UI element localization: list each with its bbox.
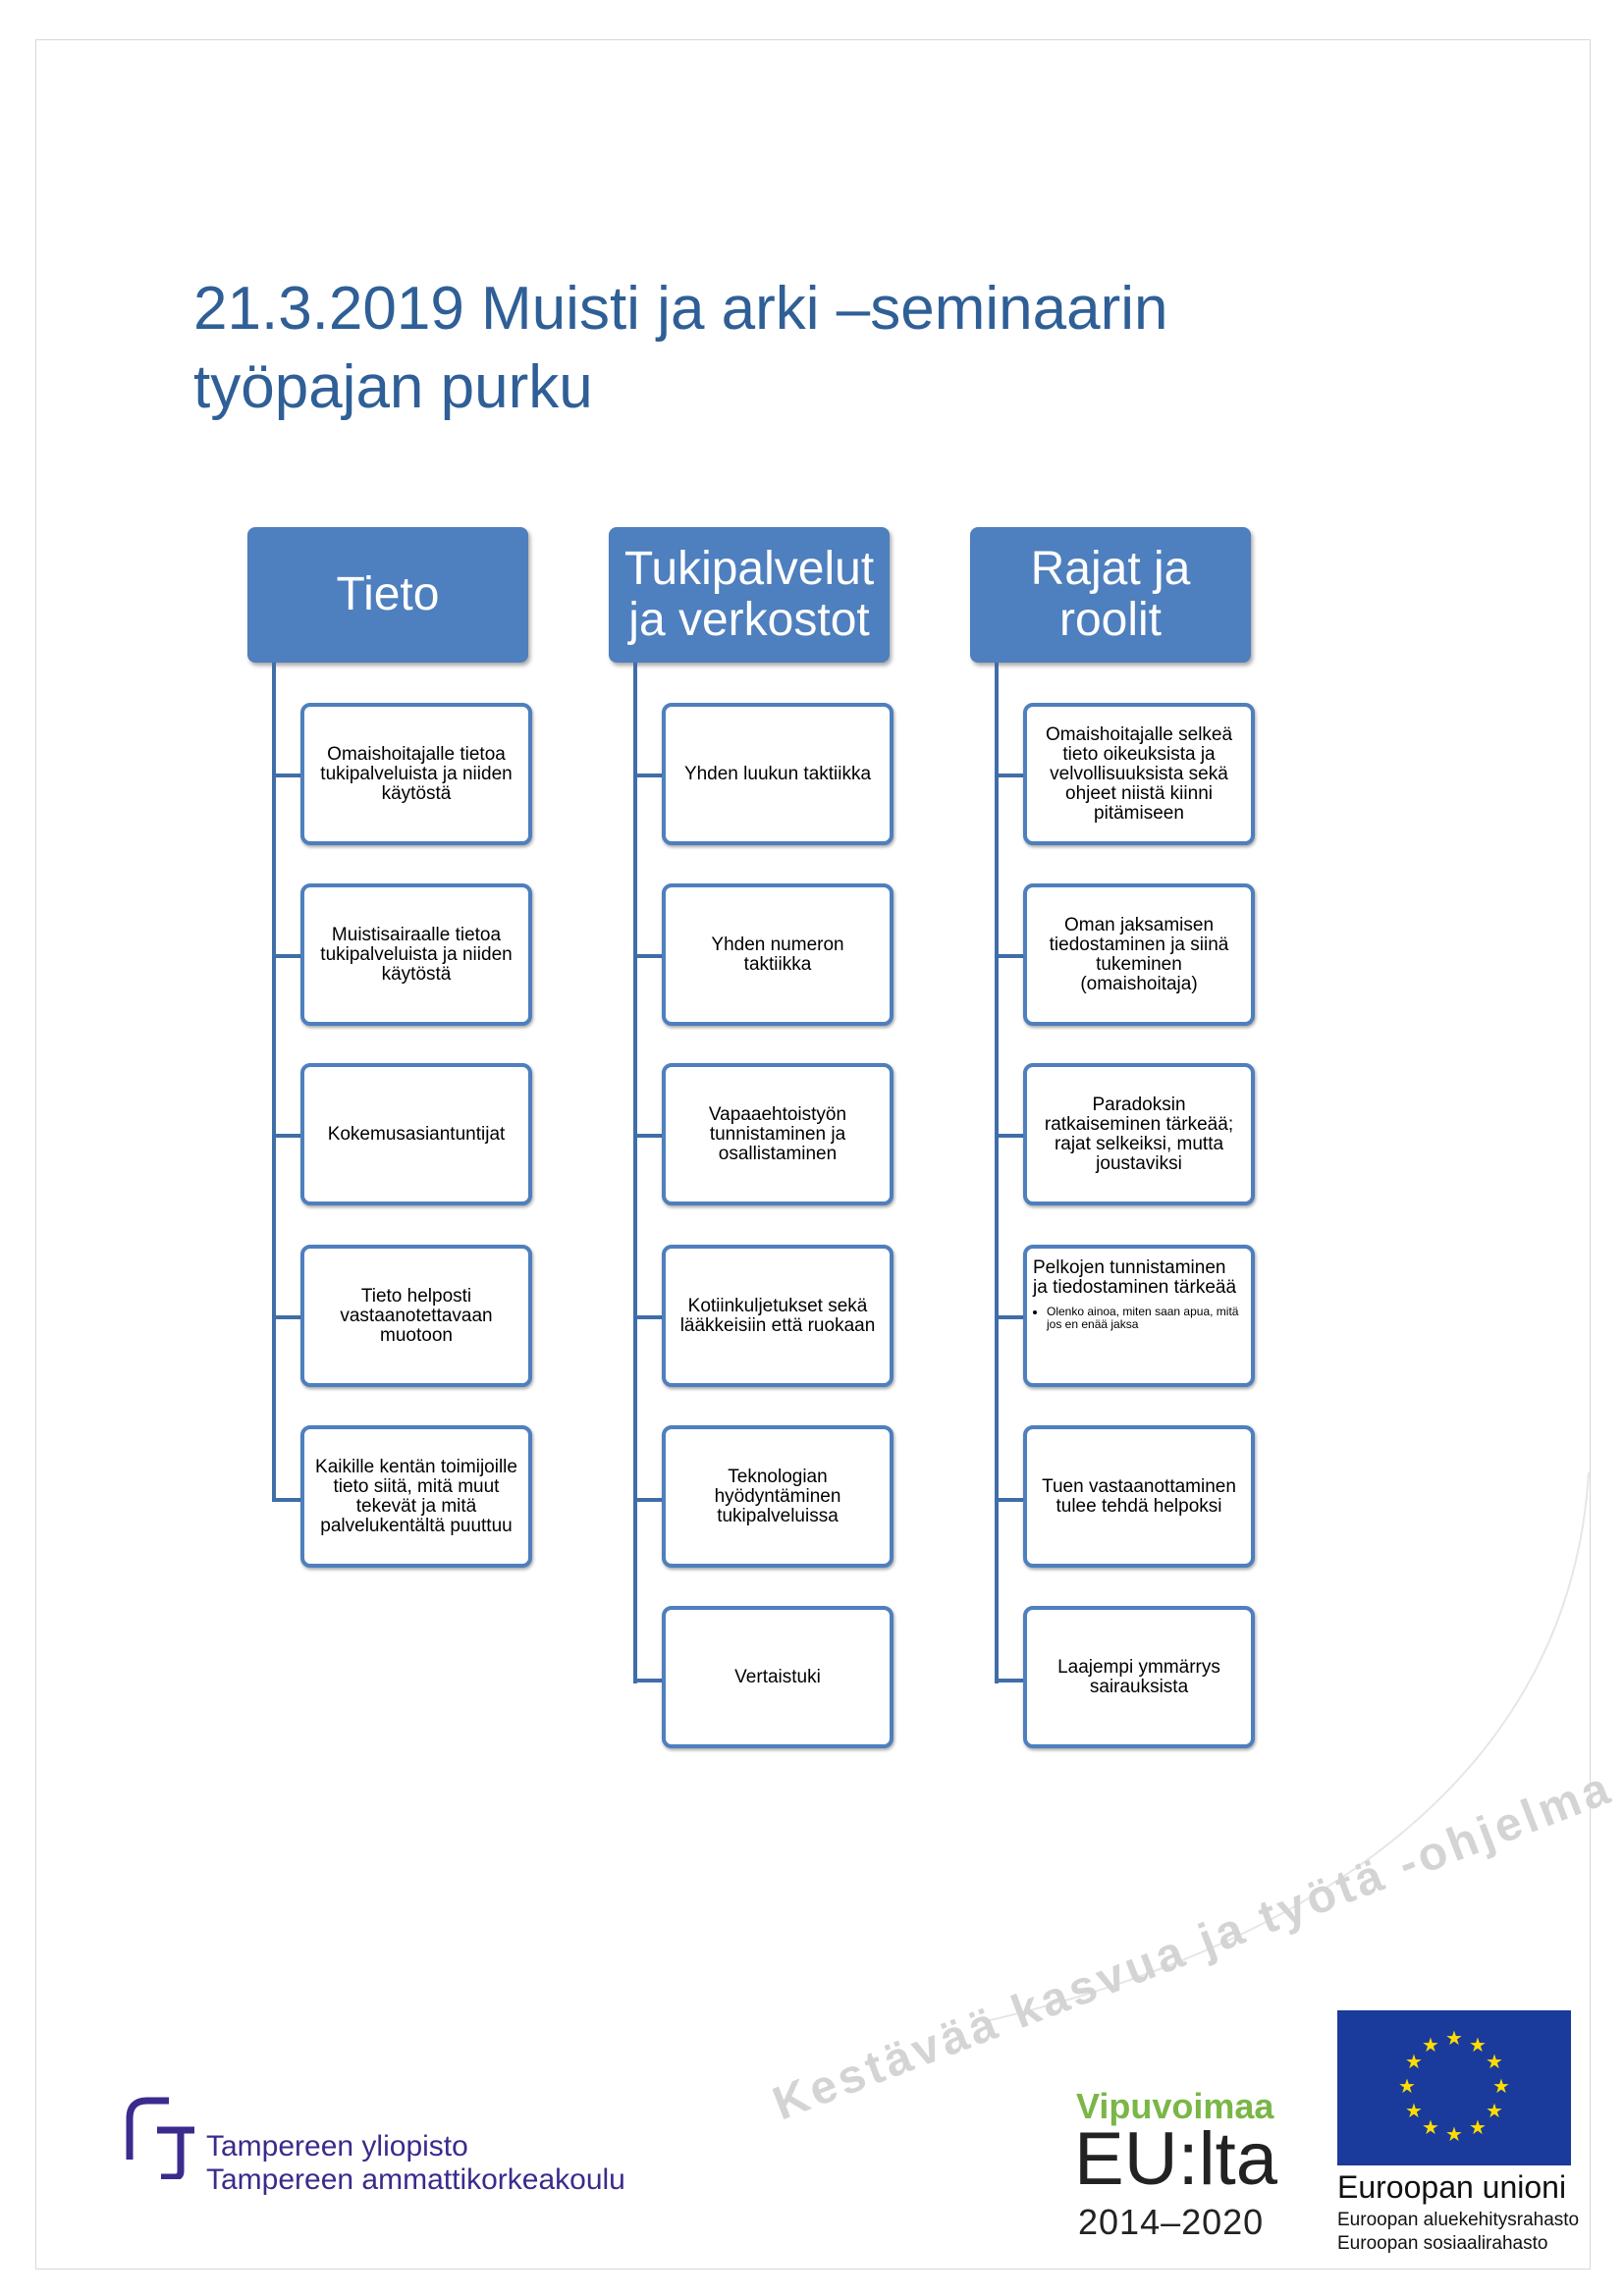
svg-text:★: ★ — [1469, 2115, 1487, 2139]
list-item-text: Yhden numeron taktiikka — [711, 934, 844, 975]
list-item-text: Paradoksin ratkaiseminen tärkeää; rajat … — [1044, 1094, 1234, 1174]
heading-line: Tukipalvelut — [623, 543, 875, 595]
list-item: Teknologian hyödyntäminen tukipalveluiss… — [662, 1425, 893, 1568]
connector-branch — [633, 954, 663, 958]
list-item-text: Tuen vastaanottaminen tulee tehdä helpok… — [1042, 1475, 1236, 1517]
page-title-line1: 21.3.2019 Muisti ja arki –seminaarin — [193, 275, 1168, 343]
connector-branch — [272, 774, 301, 777]
list-item: Laajempi ymmärrys sairauksista — [1023, 1606, 1255, 1748]
list-item-text: Teknologian hyödyntäminen tukipalveluiss… — [714, 1466, 841, 1526]
list-item: Kokemusasiantuntijat — [300, 1063, 532, 1205]
list-item-text: Pelkojen tunnistaminen ja tiedostaminen … — [1033, 1257, 1237, 1298]
list-item-text: Tieto helposti vastaanotettavaan muotoon — [340, 1285, 493, 1346]
connector-branch — [995, 1315, 1024, 1319]
connector-branch — [633, 1134, 663, 1138]
svg-text:★: ★ — [1405, 2050, 1423, 2073]
vipuvoimaa-logo-years: 2014–2020 — [1078, 2202, 1265, 2242]
list-item-text: Oman jaksamisen tiedostaminen ja siinä t… — [1049, 914, 1229, 994]
bullet-item: Olenko ainoa, miten saan apua, mitä jos … — [1047, 1306, 1245, 1331]
connector-spine — [995, 663, 999, 1683]
page-frame — [35, 39, 1591, 2269]
eu-name-text: Euroopan unioni — [1337, 2169, 1567, 2205]
connector-branch — [995, 774, 1024, 777]
list-item: Muistisairaalle tietoa tukipalveluista j… — [300, 883, 532, 1026]
svg-text:★: ★ — [1422, 2115, 1439, 2139]
eu-stars-icon: ★ ★ ★ ★ ★ ★ ★ ★ ★ ★ ★ ★ — [1398, 2026, 1510, 2146]
connector-branch — [272, 954, 301, 958]
list-item: Omaishoitajalle tietoa tukipalveluista j… — [300, 703, 532, 845]
connector-branch — [633, 1498, 663, 1502]
column-heading-tieto: Tieto — [247, 527, 528, 663]
connector-branch — [272, 1498, 301, 1502]
list-item: Paradoksin ratkaiseminen tärkeää; rajat … — [1023, 1063, 1255, 1205]
eu-flag-icon: ★ ★ ★ ★ ★ ★ ★ ★ ★ ★ ★ ★ — [1337, 2010, 1571, 2165]
list-item: Tieto helposti vastaanotettavaan muotoon — [300, 1245, 532, 1387]
svg-text:★: ★ — [1405, 2099, 1423, 2122]
svg-text:★: ★ — [1398, 2074, 1416, 2098]
list-item-text: Yhden luukun taktiikka — [683, 763, 872, 784]
list-item: Kotiinkuljetukset sekä lääkkeisiin että … — [662, 1245, 893, 1387]
eu-fund-line: Euroopan sosiaalirahasto — [1337, 2233, 1548, 2254]
list-item: Oman jaksamisen tiedostaminen ja siinä t… — [1023, 883, 1255, 1026]
list-item-text: Kokemusasiantuntijat — [327, 1123, 506, 1145]
connector-branch — [633, 1679, 663, 1682]
connector-branch — [272, 1315, 301, 1319]
tuni-logo-icon — [126, 2097, 194, 2179]
svg-text:★: ★ — [1486, 2050, 1503, 2073]
list-item-text: Muistisairaalle tietoa tukipalveluista j… — [320, 924, 513, 985]
page-title-line2: työpajan purku — [193, 353, 593, 421]
svg-text:★: ★ — [1469, 2033, 1487, 2056]
connector-branch — [633, 774, 663, 777]
list-item-text: Vapaaehtoistyön tunnistaminen ja osallis… — [708, 1103, 847, 1164]
list-item: Omaishoitajalle selkeä tieto oikeuksista… — [1023, 703, 1255, 845]
svg-text:★: ★ — [1492, 2074, 1510, 2098]
vipuvoimaa-logo-eulta: EU:lta — [1074, 2117, 1277, 2201]
eu-fund-line: Euroopan aluekehitysrahasto — [1337, 2210, 1580, 2230]
bullet-list: Olenko ainoa, miten saan apua, mitä jos … — [1033, 1306, 1245, 1331]
svg-text:★: ★ — [1445, 2122, 1463, 2146]
list-item: Pelkojen tunnistaminen ja tiedostaminen … — [1023, 1245, 1255, 1387]
connector-branch — [995, 1498, 1024, 1502]
connector-spine — [633, 663, 637, 1683]
list-item-text: Omaishoitajalle tietoa tukipalveluista j… — [320, 743, 513, 804]
list-item: Yhden luukun taktiikka — [662, 703, 893, 845]
connector-branch — [633, 1315, 663, 1319]
svg-text:★: ★ — [1422, 2033, 1439, 2056]
list-item: Vapaaehtoistyön tunnistaminen ja osallis… — [662, 1063, 893, 1205]
list-item: Tuen vastaanottaminen tulee tehdä helpok… — [1023, 1425, 1255, 1568]
connector-branch — [995, 954, 1024, 958]
page-title: 21.3.2019 Muisti ja arki –seminaarin työ… — [193, 270, 1372, 427]
connector-spine — [272, 663, 276, 1502]
list-item: Kaikille kentän toimijoille tieto siitä,… — [300, 1425, 532, 1568]
svg-text:★: ★ — [1445, 2026, 1463, 2050]
list-item-text: Kaikille kentän toimijoille tieto siitä,… — [315, 1456, 517, 1536]
heading-line: ja verkostot — [628, 594, 870, 646]
heading-line: Tieto — [336, 568, 440, 620]
heading-line: Rajat ja — [1030, 543, 1191, 595]
list-item-text: Omaishoitajalle selkeä tieto oikeuksista… — [1045, 723, 1233, 824]
eu-fund-text: Euroopan aluekehitysrahasto Euroopan sos… — [1337, 2209, 1579, 2256]
list-item: Vertaistuki — [662, 1606, 893, 1748]
list-item-text: Laajempi ymmärrys sairauksista — [1057, 1656, 1220, 1697]
vipuvoimaa-logo-text: Vipuvoimaa — [1076, 2086, 1274, 2126]
list-item-text: Kotiinkuljetukset sekä lääkkeisiin että … — [679, 1295, 876, 1336]
heading-line: roolit — [1058, 594, 1163, 646]
tuni-logo-text: Tampereen yliopisto Tampereen ammattikor… — [206, 2130, 625, 2197]
connector-branch — [272, 1134, 301, 1138]
list-item-text: Vertaistuki — [734, 1666, 821, 1687]
svg-text:★: ★ — [1486, 2099, 1503, 2122]
connector-branch — [995, 1134, 1024, 1138]
tuni-line: Tampereen ammattikorkeakoulu — [206, 2163, 625, 2196]
tuni-line: Tampereen yliopisto — [206, 2130, 468, 2163]
list-item: Yhden numeron taktiikka — [662, 883, 893, 1026]
connector-branch — [995, 1679, 1024, 1682]
